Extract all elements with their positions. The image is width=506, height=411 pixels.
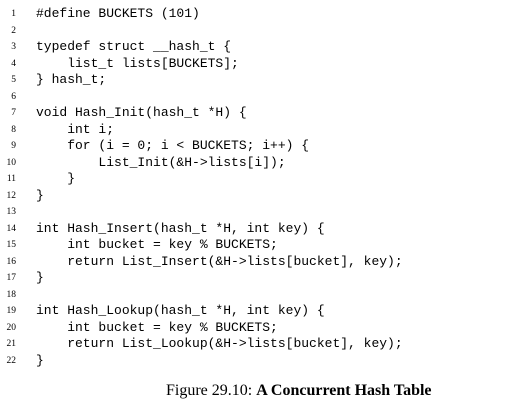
line-number: 20 — [6, 322, 17, 333]
line-code: } hash_t; — [36, 72, 107, 87]
line-code: int Hash_Lookup(hash_t *H, int key) { — [36, 303, 325, 318]
code-line-8: 8 int i; — [0, 122, 506, 139]
figure-caption: Figure 29.10: A Concurrent Hash Table — [166, 382, 432, 400]
line-code: int bucket = key % BUCKETS; — [36, 237, 278, 252]
code-line-4: 4 list_t lists[BUCKETS]; — [0, 56, 506, 73]
line-number: 22 — [6, 355, 17, 366]
line-code: for (i = 0; i < BUCKETS; i++) { — [36, 138, 310, 153]
line-number: 21 — [6, 339, 17, 349]
code-line-20: 20 int bucket = key % BUCKETS; — [0, 320, 506, 337]
line-code: int Hash_Insert(hash_t *H, int key) { — [36, 220, 325, 236]
code-line-11: 11 } — [0, 171, 506, 188]
line-code: } — [36, 171, 76, 186]
line-number: 8 — [11, 124, 16, 135]
code-line-5: 5 } hash_t; — [0, 72, 506, 89]
code-line-18: 18 — [0, 287, 506, 304]
line-number: 2 — [11, 25, 16, 36]
code-line-1: 1 #define BUCKETS (101) — [0, 6, 506, 23]
line-number: 5 — [11, 75, 16, 85]
line-number: 6 — [11, 91, 16, 102]
line-number: 18 — [6, 289, 17, 300]
line-number: 1 — [11, 9, 16, 19]
code-line-3: 3 typedef struct __hash_t { — [0, 39, 506, 56]
code-line-13: 13 — [0, 204, 506, 221]
line-code: } — [36, 352, 44, 368]
code-line-14: 14 int Hash_Insert(hash_t *H, int key) { — [0, 221, 506, 238]
line-number: 16 — [6, 256, 17, 267]
code-line-2: 2 — [0, 23, 506, 40]
line-code: int i; — [36, 121, 115, 137]
code-line-22: 22} — [0, 353, 506, 370]
line-code: return List_Lookup(&H->lists[bucket], ke… — [36, 336, 403, 351]
line-number: 13 — [6, 207, 17, 217]
code-line-10: 10 List_Init(&H->lists[i]); — [0, 155, 506, 172]
line-code: #define BUCKETS (101) — [36, 6, 200, 21]
code-line-7: 7 void Hash_Init(hash_t *H) { — [0, 105, 506, 122]
line-number: 19 — [6, 306, 17, 316]
code-line-12: 12} — [0, 188, 506, 205]
line-number: 4 — [11, 58, 16, 69]
line-code: list_t lists[BUCKETS]; — [36, 55, 239, 71]
code-line-15: 15 int bucket = key % BUCKETS; — [0, 237, 506, 254]
line-number: 12 — [6, 190, 17, 201]
line-code: } — [36, 187, 44, 203]
code-listing: 1 #define BUCKETS (101) 2 3 typedef struct… — [0, 6, 506, 369]
line-number: 15 — [6, 240, 17, 250]
figure-label: Figure 29.10: — [166, 382, 257, 399]
line-number: 9 — [11, 141, 16, 151]
line-code: return List_Insert(&H->lists[bucket], ke… — [36, 253, 403, 269]
line-code: int bucket = key % BUCKETS; — [36, 319, 278, 335]
line-number: 10 — [6, 157, 17, 168]
line-code: void Hash_Init(hash_t *H) { — [36, 105, 247, 120]
code-line-9: 9 for (i = 0; i < BUCKETS; i++) { — [0, 138, 506, 155]
code-line-16: 16 return List_Insert(&H->lists[bucket],… — [0, 254, 506, 271]
line-code: List_Init(&H->lists[i]); — [36, 154, 286, 170]
line-number: 17 — [6, 273, 17, 283]
line-code: typedef struct __hash_t { — [36, 39, 232, 54]
code-line-6: 6 — [0, 89, 506, 106]
line-number: 14 — [6, 223, 17, 234]
line-number: 7 — [11, 108, 16, 118]
code-line-17: 17} — [0, 270, 506, 287]
code-line-21: 21 return List_Lookup(&H->lists[bucket],… — [0, 336, 506, 353]
code-line-19: 19 int Hash_Lookup(hash_t *H, int key) { — [0, 303, 506, 320]
figure-title: A Concurrent Hash Table — [256, 382, 432, 399]
line-code: } — [36, 270, 44, 285]
line-number: 11 — [6, 174, 16, 184]
line-number: 3 — [11, 42, 16, 52]
